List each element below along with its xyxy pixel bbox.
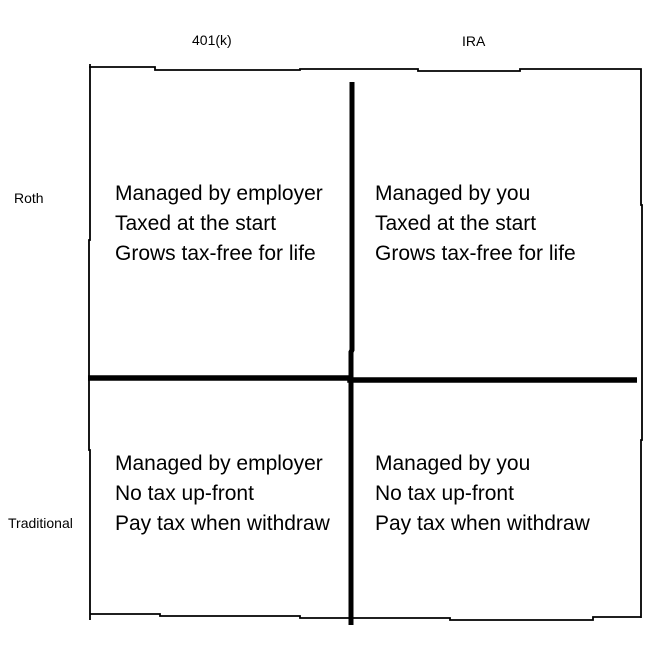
cell-text-line: Managed by you [375,452,531,475]
cell-text-line: Pay tax when withdraw [115,512,330,535]
matrix-border-right [640,71,643,618]
cell-text-line: No tax up-front [115,482,254,505]
column-label-ira: IRA [462,33,486,49]
vertical-divider [348,82,355,625]
cell-text-line: Pay tax when withdraw [375,512,590,535]
cell-text-line: Grows tax-free for life [375,242,576,265]
column-label-401k: 401(k) [192,32,232,48]
cell-text-line: Managed by you [375,182,531,205]
cell-roth-401k: Managed by employer Taxed at the start G… [115,179,323,269]
matrix-border-bottom [90,613,641,621]
cell-text-line: No tax up-front [375,482,514,505]
matrix-border-left [88,64,91,620]
cell-text-line: Managed by employer [115,452,323,475]
cell-text-line: Managed by employer [115,182,323,205]
cell-text-line: Taxed at the start [375,212,537,235]
row-label-traditional: Traditional [8,515,73,531]
row-label-roth: Roth [14,190,44,206]
cell-traditional-401k: Managed by employer No tax up-front Pay … [115,449,330,539]
cell-roth-ira: Managed by you Taxed at the start Grows … [375,179,576,269]
cell-traditional-ira: Managed by you No tax up-front Pay tax w… [375,449,590,539]
matrix-border-top [89,66,642,72]
horizontal-divider [88,375,637,383]
cell-text-line: Taxed at the start [115,212,277,235]
cell-text-line: Grows tax-free for life [115,242,316,265]
